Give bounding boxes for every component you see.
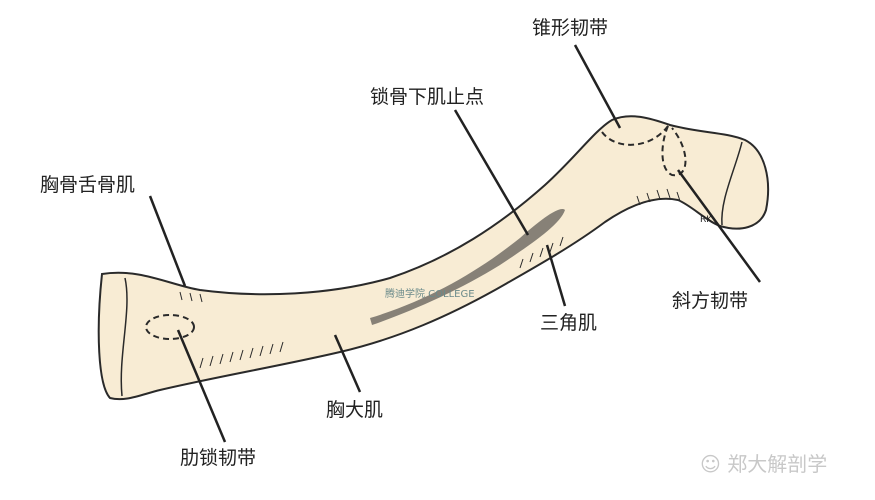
acromial-facet (721, 141, 743, 226)
hatching (179, 188, 681, 369)
corner-watermark: ☺ 郑大解剖学 (700, 448, 827, 477)
label-costoclavicular-ligament: 肋锁韧带 (180, 447, 257, 469)
subclavius-groove (370, 209, 565, 325)
artist-initials: RK (700, 215, 713, 225)
costoclavicular-impression (145, 314, 195, 340)
conoid-tubercle-outline (601, 125, 669, 146)
center-watermark: 腾迪学院 COLLEGE (385, 289, 475, 300)
clavicle-bone (97, 115, 770, 401)
label-deltoid: 三角肌 (540, 312, 598, 334)
leader-lines (148, 44, 762, 443)
label-pectoralis-major: 胸大肌 (326, 399, 384, 421)
label-conoid-ligament: 锥形韧带 (532, 17, 609, 39)
label-trapezoid-ligament: 斜方韧带 (672, 290, 749, 312)
label-sternohyoid: 胸骨舌骨肌 (40, 174, 136, 196)
sternal-end-line (120, 277, 128, 397)
label-subclavius-insertion: 锁骨下肌止点 (370, 86, 485, 108)
wechat-icon: ☺ (700, 452, 728, 476)
ligament-outlines (145, 125, 687, 340)
corner-watermark-text: 郑大解剖学 (727, 452, 828, 476)
trapezoid-line-outline (661, 125, 687, 177)
